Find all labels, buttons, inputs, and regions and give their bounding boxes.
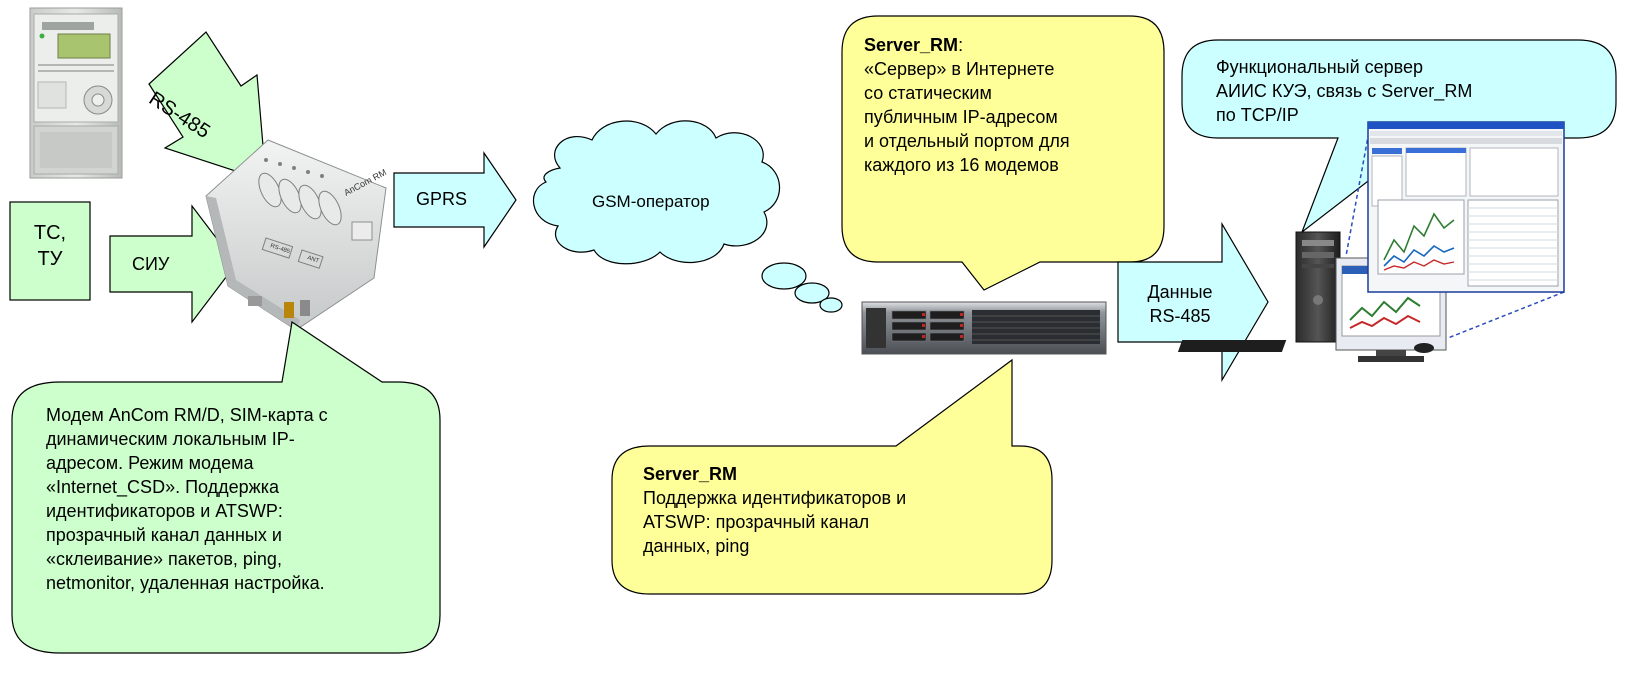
server-top-callout-title: Server_RM [864,35,959,55]
modem-callout-bubble [11,320,441,654]
siu-arrow-label: СИУ [132,254,170,274]
server-top-callout-content: Server_RM: «Сервер» в Интернете со стати… [864,33,1160,177]
server-bottom-callout-title: Server_RM [643,464,738,484]
data-rs485-arrow-label: Данные RS-485 [1130,280,1230,328]
ancom-modem-image: AnCom RM RS-485 ANT [205,139,388,331]
ty-label: ТУ [37,248,63,270]
rack-server-image [861,301,1107,355]
server-bottom-callout-text: Поддержка идентификаторов и ATSWP: прозр… [643,488,907,556]
server-bottom-callout-content: Server_RM Поддержка идентификаторов и AT… [643,462,1043,558]
server-top-title-colon: : [958,35,964,55]
electric-meter-image [29,7,123,179]
tc-ty-box [9,201,91,301]
gprs-arrow [393,151,517,249]
server-top-callout-bubble [841,15,1165,291]
modem-port-ant-label: ANT [306,255,320,265]
tc-label: ТС, [33,222,67,244]
func-server-callout-text: Функциональный сервер АИИС КУЭ, связь с … [1216,57,1473,125]
modem-callout-text: Модем AnCom RM/D, SIM-карта с динамическ… [46,405,328,593]
rs485-arrow [148,31,267,182]
server-top-callout-text: «Сервер» в Интернете со статическим публ… [864,59,1070,175]
tc-ty-label: ТС, ТУ [10,220,90,272]
software-screenshot-image [1345,121,1565,339]
siu-arrow [109,204,237,324]
data-arrow-line1: Данные [1147,282,1213,302]
data-arrow-line2: RS-485 [1149,306,1211,326]
gsm-cloud-label: GSM-оператор [592,192,710,211]
gsm-cloud [532,120,843,313]
gprs-arrow-label: GPRS [416,189,468,209]
server-bottom-callout-bubble [611,358,1053,595]
server-top-title-line: Server_RM: [864,33,1160,57]
